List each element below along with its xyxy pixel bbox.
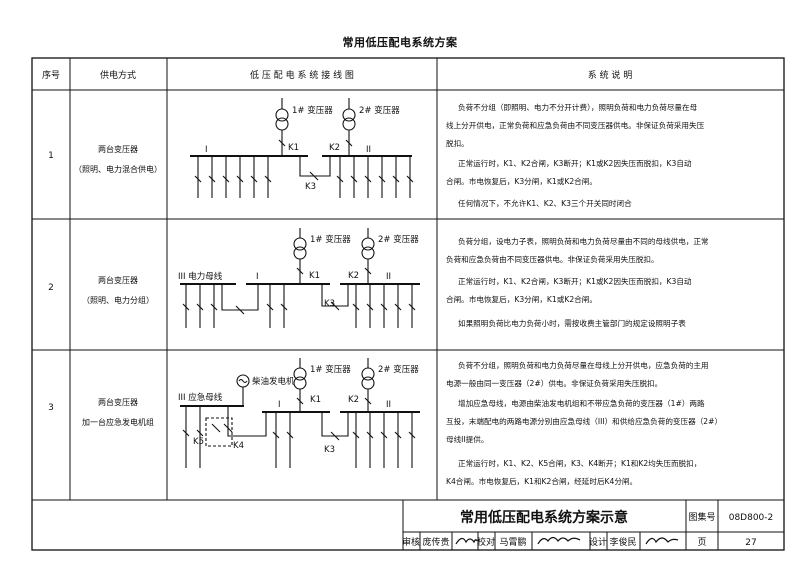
- page-title: 常用低压配电系统方案: [342, 36, 458, 49]
- svg-text:如果照明负荷比电力负荷小时，需按收费主管部门的规定设照明子表: 如果照明负荷比电力负荷小时，需按收费主管部门的规定设照明子表: [458, 318, 686, 328]
- svg-text:正常运行时，K1、K2合闸，K3断开；K1或K2因失压而脱扣: 正常运行时，K1、K2合闸，K3断开；K1或K2因失压而脱扣，K3自动: [458, 276, 692, 286]
- drawing-title: 常用低压配电系统方案示意: [460, 509, 628, 526]
- reviewer-signature: [455, 537, 478, 545]
- row-2-mode-line-1: 两台变压器: [98, 275, 138, 285]
- svg-text:负荷不分组（即照明、电力不分开计费），照明负荷和电力负荷尽量: 负荷不分组（即照明、电力不分开计费），照明负荷和电力负荷尽量在母: [458, 102, 698, 112]
- row-3-description: 负荷不分组，照明负荷和电力负荷尽量在母线上分开供电，应急负荷的主用 电源一般由同…: [446, 360, 722, 486]
- design-label: 设计: [589, 536, 607, 548]
- row-1-description: 负荷不分组（即照明、电力不分开计费），照明负荷和电力负荷尽量在母 线上分开供电，…: [446, 102, 705, 208]
- svg-text:合闸。市电恢复后，K3分闸，K1或K2合闸。: 合闸。市电恢复后，K3分闸，K1或K2合闸。: [446, 176, 597, 186]
- d3-bus-3-label: III 应急母线: [178, 392, 223, 403]
- d2-bus-2-label: II: [386, 272, 391, 282]
- d1-bus-1-label: I: [205, 145, 208, 155]
- d1-k3-label: K3: [305, 182, 316, 192]
- svg-text:线上分开供电，正常负荷和应急负荷由不同变压器供电。非保证负荷: 线上分开供电，正常负荷和应急负荷由不同变压器供电。非保证负荷采用失压: [446, 120, 705, 130]
- d3-generator-label: 柴油发电机: [252, 376, 295, 387]
- row-2-description: 负荷分组，设电力子表，照明负荷和电力负荷尽量由不同的母线供电，正常 负荷和应急负…: [446, 236, 709, 328]
- d3-k3-label: K3: [324, 445, 335, 455]
- d2-k3-label: K3: [324, 299, 335, 309]
- wiring-diagram-3: 柴油发电机 1# 变压器 2# 变压器 K1 K2 K3 K4 K5 III 应…: [178, 358, 420, 468]
- header-diagram: 低 压 配 电 系 统 接 线 图: [250, 69, 354, 81]
- header-desc: 系 统 说 明: [588, 69, 633, 81]
- d1-bus-2-label: II: [366, 145, 371, 155]
- table-grid: [32, 58, 784, 501]
- row-3-mode-line-2: 加一台应急发电机组: [82, 417, 154, 427]
- reviewer-name: 庞传贵: [422, 536, 449, 548]
- d1-k1-label: K1: [288, 143, 299, 153]
- atlas-number: 08D800-2: [729, 513, 774, 523]
- sheet-border: [31, 57, 785, 551]
- d3-t2-label: 2# 变压器: [378, 364, 419, 375]
- title-block: 常用低压配电系统方案示意 图集号 08D800-2 审核 庞传贵 校对 马霄鹏 …: [402, 500, 784, 550]
- svg-text:负荷和应急负荷由不同变压器供电。非保证负荷采用失压脱扣。: 负荷和应急负荷由不同变压器供电。非保证负荷采用失压脱扣。: [446, 254, 659, 264]
- d3-bus-2-label: II: [386, 400, 391, 410]
- checker-name: 马霄鹏: [499, 536, 526, 548]
- d3-k1-label: K1: [310, 395, 321, 405]
- row-3-num: 3: [48, 403, 54, 413]
- wiring-diagram-2: 1# 变压器 2# 变压器 K1 K2 K3 III 电力母线 I II: [178, 228, 420, 328]
- svg-text:合闸。市电恢复后，K3分闸，K1或K2合闸。: 合闸。市电恢复后，K3分闸，K1或K2合闸。: [446, 294, 597, 304]
- page-number: 27: [745, 538, 756, 548]
- row-2-mode-line-2: （照明、电力分组）: [82, 295, 154, 305]
- d3-bus-1-label: I: [278, 400, 281, 410]
- svg-text:正常运行时，K1、K2、K5合闸，K3、K4断开；K1和K2: 正常运行时，K1、K2、K5合闸，K3、K4断开；K1和K2均失压而脱扣，: [458, 458, 701, 468]
- svg-text:负荷分组，设电力子表，照明负荷和电力负荷尽量由不同的母线供电: 负荷分组，设电力子表，照明负荷和电力负荷尽量由不同的母线供电，正常: [458, 236, 709, 246]
- check-label: 校对: [477, 536, 495, 548]
- review-label: 审核: [402, 536, 420, 548]
- d3-t1-label: 1# 变压器: [310, 364, 351, 375]
- designer-name: 李俊民: [609, 536, 636, 548]
- d2-k1-label: K1: [309, 271, 320, 281]
- svg-text:任何情况下，不允许K1、K2、K3三个开关同时闭合: 任何情况下，不允许K1、K2、K3三个开关同时闭合: [458, 198, 632, 208]
- svg-text:脱扣。: 脱扣。: [446, 138, 469, 148]
- designer-signature: [645, 537, 679, 545]
- svg-text:母线II提供。: 母线II提供。: [446, 434, 488, 444]
- d1-k2-label: K2: [329, 143, 340, 153]
- header-mode: 供电方式: [100, 69, 136, 81]
- d1-t2-label: 2# 变压器: [359, 105, 400, 116]
- svg-text:互投，末端配电的两路电源分别由应急母线（III）和供给应急负: 互投，末端配电的两路电源分别由应急母线（III）和供给应急负荷的变压器（2#）: [446, 416, 722, 426]
- row-1-mode-line-1: 两台变压器: [98, 144, 138, 154]
- d2-t1-label: 1# 变压器: [310, 234, 351, 245]
- svg-text:增加应急母线，电源由柴油发电机组和不带应急负荷的变压器（1#: 增加应急母线，电源由柴油发电机组和不带应急负荷的变压器（1#）两路: [458, 398, 705, 408]
- d2-bus-1-label: I: [256, 272, 259, 282]
- d2-k2-label: K2: [348, 271, 359, 281]
- d3-k5-label: K5: [193, 437, 204, 447]
- row-2-num: 2: [48, 283, 54, 293]
- d2-bus-3-label: III 电力母线: [178, 271, 223, 282]
- atlas-label: 图集号: [688, 511, 715, 523]
- svg-text:正常运行时，K1、K2合闸，K3断开；K1或K2因失压而脱扣: 正常运行时，K1、K2合闸，K3断开；K1或K2因失压而脱扣，K3自动: [458, 158, 692, 168]
- svg-text:电源一般由同一变压器（2#）供电。非保证负荷采用失压脱扣。: 电源一般由同一变压器（2#）供电。非保证负荷采用失压脱扣。: [446, 378, 662, 388]
- svg-text:K4合闸。市电恢复后，K1和K2合闸，经延时后K4分闸。: K4合闸。市电恢复后，K1和K2合闸，经延时后K4分闸。: [446, 476, 637, 486]
- wiring-diagram-1: 1# 变压器 2# 变压器 K1 K2 K3 I II: [190, 98, 414, 198]
- checker-signature: [537, 536, 581, 545]
- svg-text:负荷不分组，照明负荷和电力负荷尽量在母线上分开供电，应急负荷: 负荷不分组，照明负荷和电力负荷尽量在母线上分开供电，应急负荷的主用: [458, 360, 709, 370]
- d1-t1-label: 1# 变压器: [292, 105, 333, 116]
- d3-k2-label: K2: [348, 395, 359, 405]
- row-3-mode-line-1: 两台变压器: [98, 397, 138, 407]
- row-1-num: 1: [48, 151, 54, 161]
- page-label: 页: [697, 537, 706, 548]
- d3-k4-label: K4: [233, 441, 244, 451]
- row-1-mode-line-2: （照明、电力混合供电）: [74, 164, 162, 174]
- header-num: 序号: [42, 69, 60, 81]
- d2-t2-label: 2# 变压器: [378, 234, 419, 245]
